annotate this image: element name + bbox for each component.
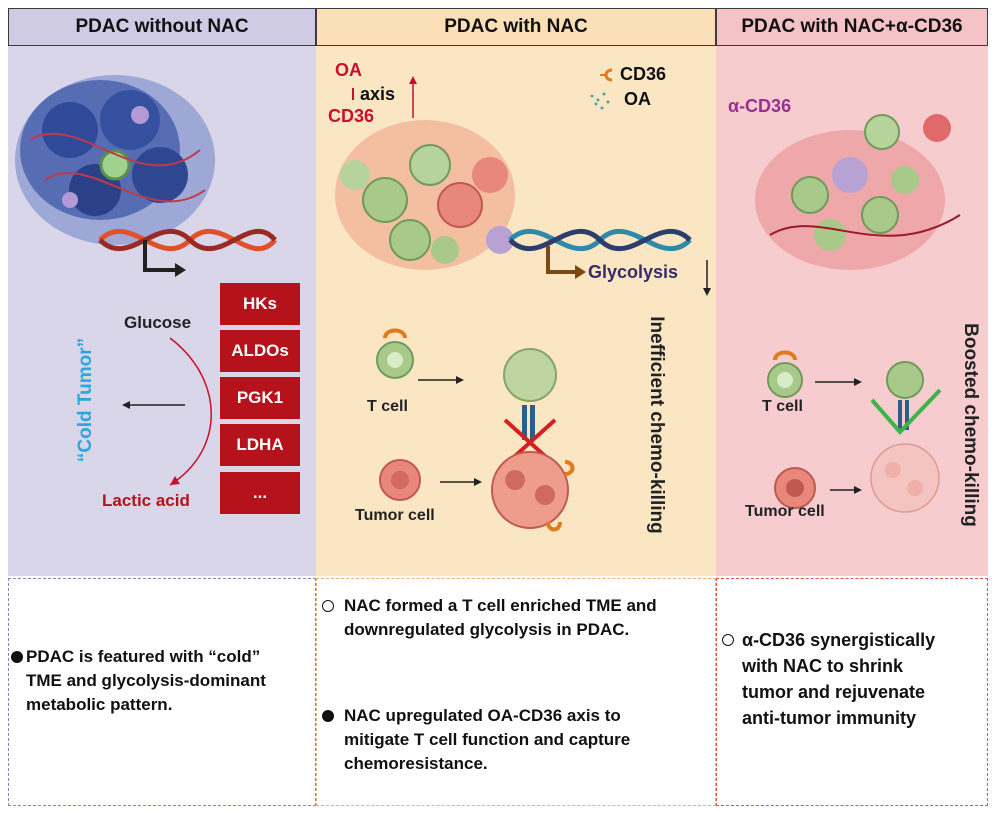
- middle-tumor-cluster-icon: [491, 451, 575, 532]
- header-with-nac-acd36: PDAC with NAC+α-CD36: [716, 8, 988, 46]
- right-desc-bullet-icon: [722, 634, 734, 646]
- legend-oa-label: OA: [624, 89, 651, 109]
- right-tumor-cell-label: Tumor cell: [745, 503, 825, 520]
- left-desc-line-1: PDAC is featured with “cold”: [26, 647, 261, 666]
- inefficient-chemo-killing-label: Inefficient chemo-killing: [646, 316, 667, 534]
- middle-desc-2-bullet-icon: [322, 710, 334, 722]
- right-shrunk-tumor-icon: [870, 443, 940, 513]
- enzyme-pgk1: PGK1: [220, 377, 300, 419]
- middle-desc-2-line-2: mitigate T cell function and capture: [344, 730, 631, 749]
- middle-desc-1-line-1: NAC formed a T cell enriched TME and: [344, 596, 657, 615]
- right-activated-t-cell-icon: [886, 361, 924, 430]
- desc-box-with-nac-acd36: [716, 578, 988, 806]
- middle-desc-1-bullet-icon: [322, 600, 334, 612]
- right-cell-cluster: [755, 114, 961, 270]
- middle-tumor-cell-icon: [379, 459, 421, 501]
- desc-box-with-nac: [316, 578, 716, 806]
- cd36-legend-icon: [604, 68, 613, 82]
- enzyme-more: ...: [220, 472, 300, 514]
- legend-cd36-label: CD36: [620, 64, 667, 84]
- alpha-cd36-label: α-CD36: [728, 96, 792, 116]
- right-desc-line-2: with NAC to shrink: [742, 656, 903, 676]
- left-tumor-cluster: [15, 75, 215, 245]
- middle-desc-1-line-2: downregulated glycolysis in PDAC.: [344, 620, 630, 639]
- glucose-label: Glucose: [124, 313, 192, 332]
- cold-tumor-label: “Cold Tumor”: [75, 337, 96, 463]
- header-without-nac: PDAC without NAC: [8, 8, 316, 46]
- header-with-nac-acd36-label: PDAC with NAC+α-CD36: [741, 16, 963, 37]
- green-check-icon: [870, 388, 942, 435]
- left-desc-line-3: metabolic pattern.: [26, 695, 173, 714]
- glucose-lactate-arrow: [169, 337, 212, 486]
- axis-cd36-label: CD36: [328, 106, 375, 126]
- middle-t-cell-label: T cell: [367, 398, 408, 415]
- header-without-nac-label: PDAC without NAC: [75, 16, 249, 37]
- glycolysis-label: Glycolysis: [588, 262, 679, 282]
- right-tumor-cell-icon: [774, 467, 816, 509]
- right-desc-line-3: tumor and rejuvenate: [742, 682, 926, 702]
- axis-oa-label: OA: [335, 60, 362, 80]
- middle-t-cell-icon: [376, 328, 414, 379]
- left-desc-bullet-icon: [11, 651, 23, 663]
- oa-legend-icon: [590, 92, 610, 110]
- left-dna-icon: [98, 228, 277, 277]
- middle-tumor-cell-label: Tumor cell: [355, 507, 435, 524]
- axis-word-label: axis: [360, 84, 396, 104]
- middle-cell-cluster: [335, 120, 515, 270]
- enzyme-ldha: LDHA: [220, 424, 300, 466]
- right-desc-line-4: anti-tumor immunity: [742, 708, 916, 728]
- middle-desc-2-line-3: chemoresistance.: [344, 754, 488, 773]
- right-t-cell-icon: [767, 350, 803, 398]
- header-with-nac: PDAC with NAC: [316, 8, 716, 46]
- right-desc-line-1: α-CD36 synergistically: [742, 630, 936, 650]
- lactic-acid-label: Lactic acid: [102, 491, 190, 510]
- middle-inhibited-t-cell-icon: [503, 348, 557, 440]
- middle-desc-2-line-1: NAC upregulated OA-CD36 axis to: [344, 706, 621, 725]
- enzyme-aldos: ALDOs: [220, 330, 300, 372]
- middle-dna-icon: [508, 228, 692, 279]
- boosted-chemo-killing-label: Boosted chemo-killing: [960, 323, 981, 527]
- desc-box-without-nac: [8, 578, 316, 806]
- left-desc-line-2: TME and glycolysis-dominant: [26, 671, 266, 690]
- header-with-nac-label: PDAC with NAC: [444, 16, 588, 37]
- enzyme-hks: HKs: [220, 283, 300, 325]
- right-t-cell-label: T cell: [762, 398, 803, 415]
